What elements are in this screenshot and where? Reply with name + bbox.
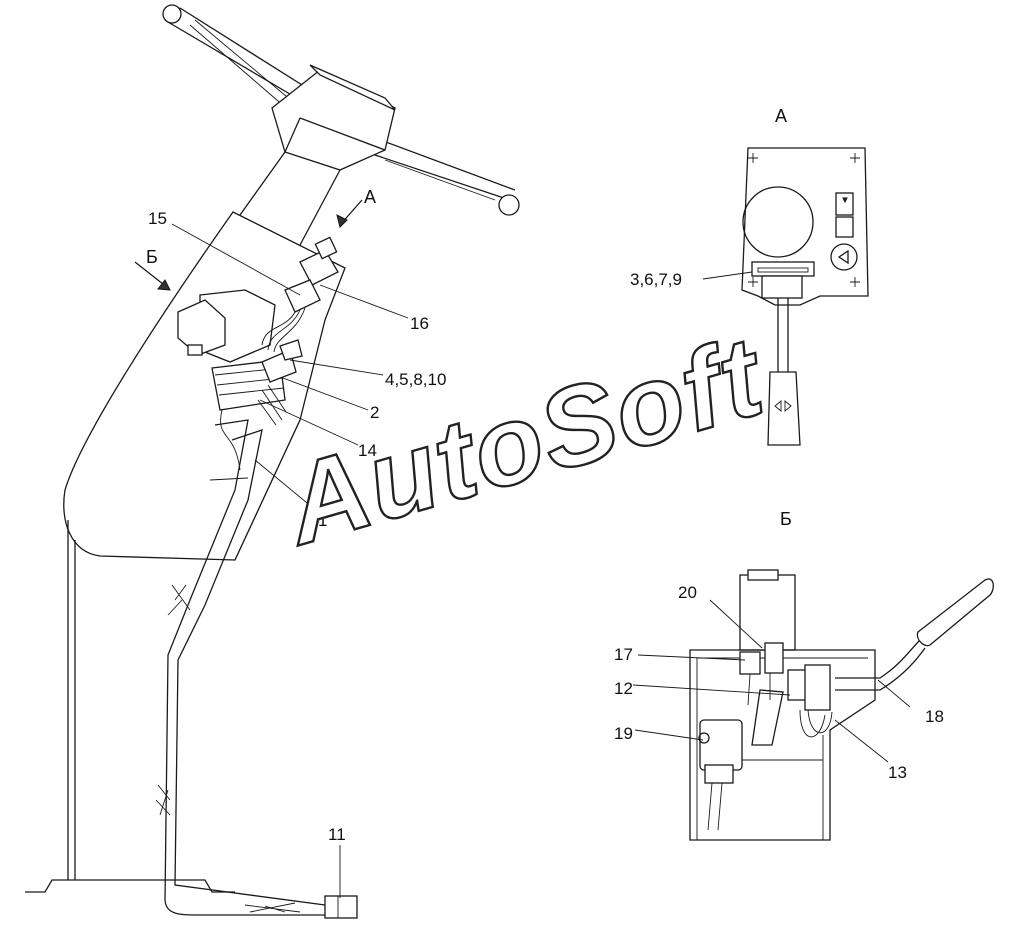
callout-3-6-7-9: 3,6,7,9 [630, 270, 682, 289]
callout-1: 1 [318, 511, 327, 530]
view-a-title: А [775, 106, 787, 126]
steering-column [25, 151, 346, 893]
leader-lines-b [632, 599, 911, 763]
view-b-title: Б [780, 509, 792, 529]
connector-11 [324, 895, 358, 919]
view-a-panel [741, 147, 869, 446]
callout-11: 11 [328, 825, 346, 844]
switch-block [177, 289, 303, 411]
view-arrow-b [134, 261, 171, 291]
leader-lines-main [171, 223, 409, 898]
callout-17: 17 [614, 645, 633, 664]
callout-13: 13 [888, 763, 907, 782]
wiring-harness [155, 307, 326, 916]
watermark-text: AutoSoft [269, 312, 779, 568]
callout-18: 18 [925, 707, 944, 726]
callout-15: 15 [148, 209, 167, 228]
callout-16: 16 [410, 314, 429, 333]
view-arrow-a [336, 199, 363, 228]
connector-16 [284, 236, 339, 313]
callout-14: 14 [358, 441, 377, 460]
view-b-assembly [689, 569, 994, 841]
steering-wheel [162, 4, 520, 216]
view-arrow-b-label: Б [146, 247, 158, 267]
callout-4-5-8-10: 4,5,8,10 [385, 370, 446, 389]
callout-20: 20 [678, 583, 697, 602]
callout-2: 2 [370, 403, 379, 422]
callout-19: 19 [614, 724, 633, 743]
leader-3-6-7-9 [702, 271, 753, 280]
view-arrow-a-label: А [364, 187, 376, 207]
callout-12: 12 [614, 679, 633, 698]
